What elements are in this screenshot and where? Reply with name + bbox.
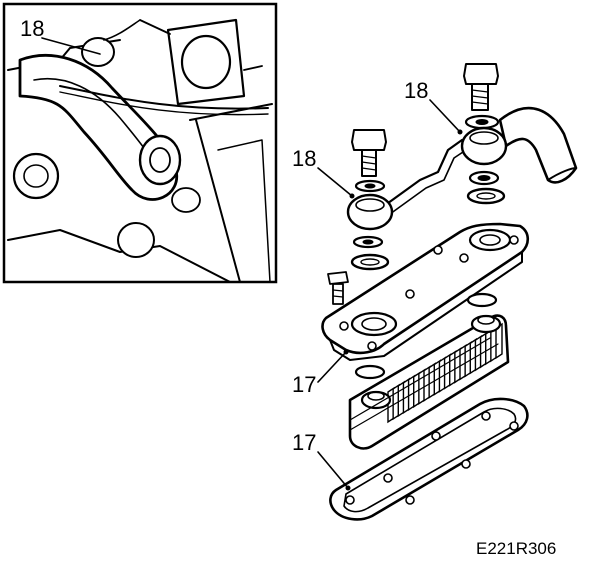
cooler-base-gasket (329, 397, 529, 521)
o-ring-seals (354, 292, 498, 380)
callout-17-upper: 17 (292, 372, 316, 397)
coolant-pipe-assembly (382, 106, 578, 215)
callout-18-right: 18 (404, 78, 428, 103)
banjo-bolt-stack-left (346, 129, 394, 271)
callout-17-lower: 17 (292, 430, 316, 455)
cooler-fins (387, 322, 503, 424)
drawing-code: E221R306 (476, 539, 556, 558)
leader-18-right (429, 99, 461, 133)
leader-18-left (317, 167, 353, 197)
inset-callout-18: 18 (20, 16, 44, 41)
callout-18-left: 18 (292, 146, 316, 171)
adapter-flange-plate (321, 222, 530, 361)
oil-cooler-core (348, 314, 510, 450)
callout-labels: 18 18 17 17 E221R306 (292, 78, 556, 558)
inset-callout-leader (41, 37, 101, 55)
inset-detail-view: 18 (2, 2, 278, 284)
flange-bolt-small (327, 271, 349, 305)
banjo-bolt-stack-right (460, 63, 508, 205)
leader-17-lower (317, 451, 349, 489)
leader-17-upper (317, 351, 347, 383)
